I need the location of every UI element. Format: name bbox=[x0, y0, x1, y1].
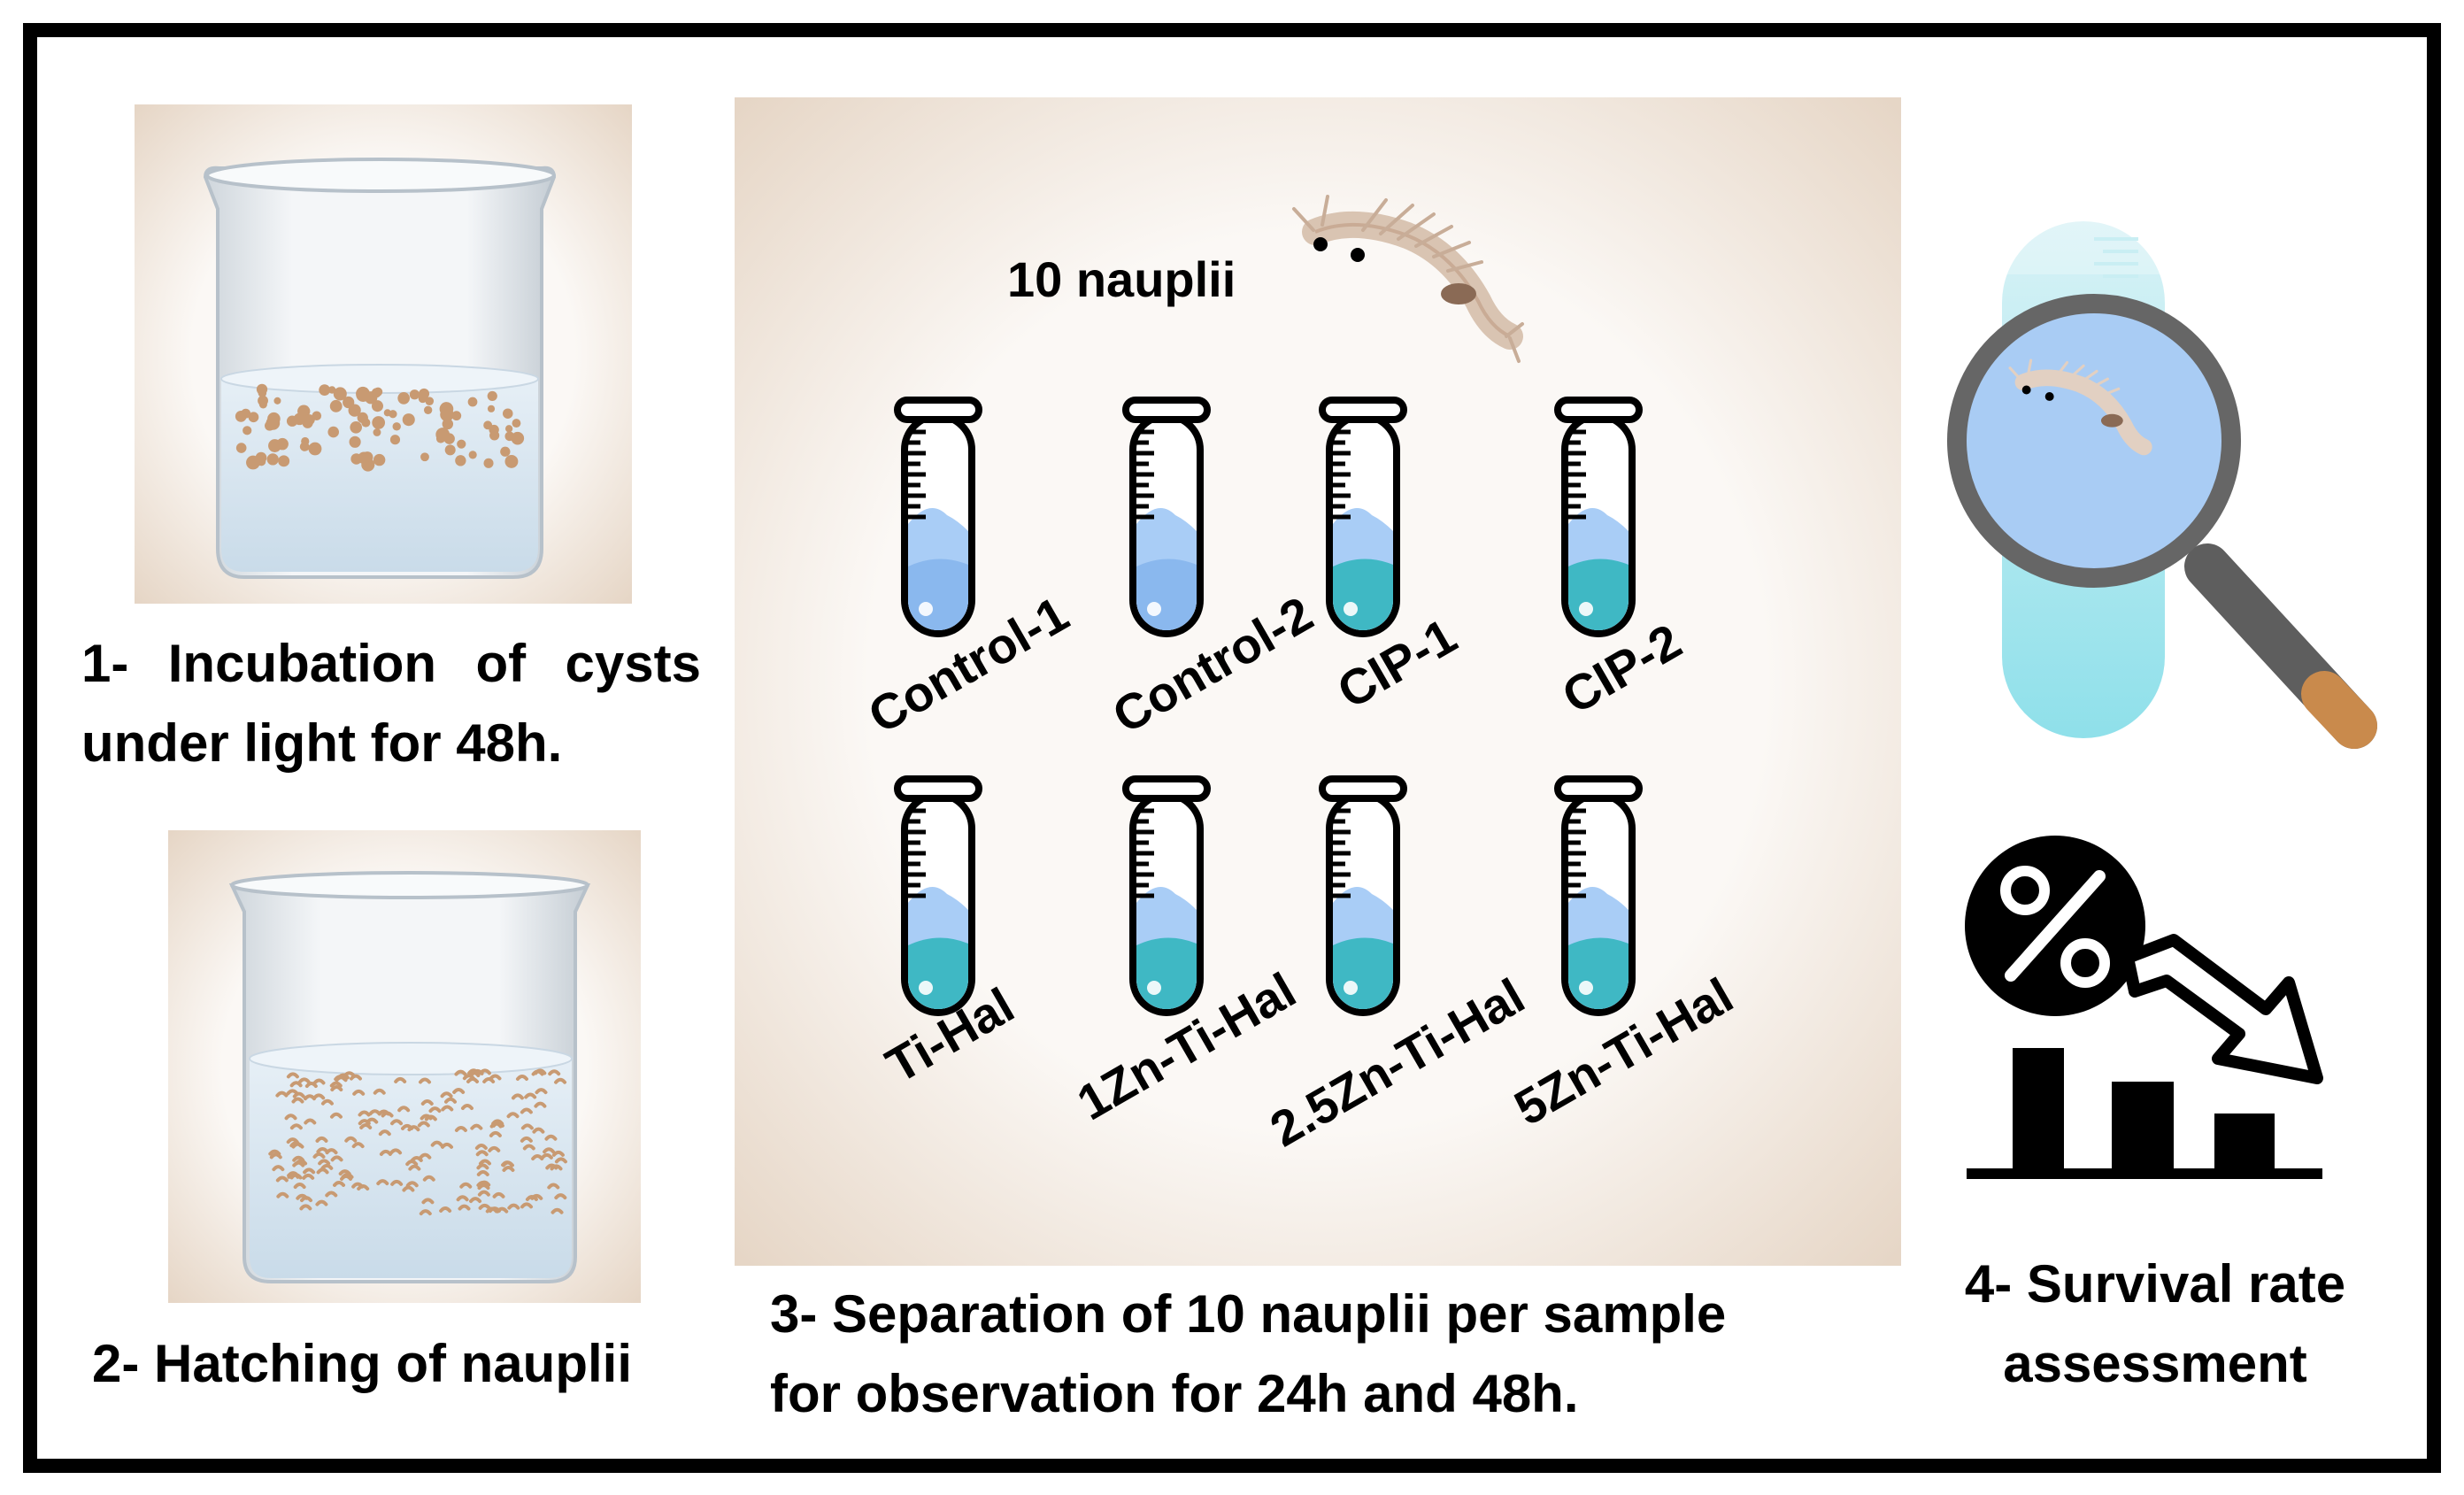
separation-panel bbox=[735, 97, 1901, 1266]
magnifier-icon bbox=[1947, 221, 2377, 749]
beaker-nauplii-icon bbox=[168, 830, 641, 1303]
step3-line1: 3- Separation of 10 nauplii per sample bbox=[770, 1284, 1727, 1344]
test-tube-icon bbox=[1319, 397, 1407, 637]
nauplii-count-label: 10 nauplii bbox=[1007, 251, 1236, 307]
step4-line2: assessment bbox=[2003, 1334, 2307, 1393]
beaker-cysts-icon bbox=[135, 104, 632, 604]
test-tube-icon bbox=[894, 775, 982, 1016]
test-tube-icon bbox=[1554, 397, 1643, 637]
nauplius-icon bbox=[1292, 195, 1524, 363]
step1-line2: under light for 48h. bbox=[81, 713, 563, 773]
step1-line1: 1- Incubation of cysts bbox=[81, 634, 701, 693]
test-tube-icon bbox=[1554, 775, 1643, 1016]
step4-line1: 4- Survival rate bbox=[1964, 1254, 2346, 1314]
step1-caption-line2: under light for 48h. bbox=[81, 704, 562, 783]
test-tube-icon bbox=[1122, 775, 1211, 1016]
step1-caption: 1- Incubation of cysts bbox=[81, 624, 701, 704]
step3-line2: for observation for 24h and 48h. bbox=[770, 1364, 1579, 1423]
test-tube-icon bbox=[1319, 775, 1407, 1016]
step2-line1: 2- Hatching of nauplii bbox=[92, 1334, 632, 1393]
test-tube-icon bbox=[1122, 397, 1211, 637]
step3-caption: 3- Separation of 10 nauplii per sample f… bbox=[770, 1275, 1726, 1434]
step4-caption: 4- Survival rate assessment bbox=[1921, 1245, 2390, 1404]
test-tube-icon bbox=[894, 397, 982, 637]
step2-caption: 2- Hatching of nauplii bbox=[92, 1324, 632, 1404]
percent-decline-chart-icon bbox=[1965, 836, 2323, 1179]
